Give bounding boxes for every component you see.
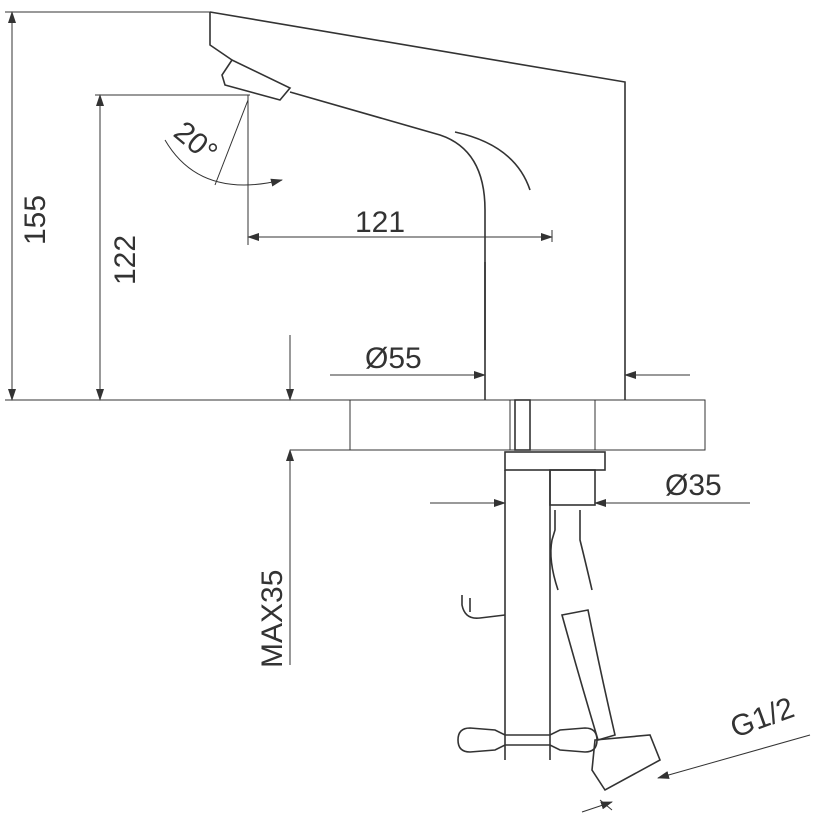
thread-size-label: G1/2: [726, 691, 798, 744]
spout-height-label: 122: [109, 235, 142, 285]
spout-reach-label: 121: [355, 206, 405, 239]
max-thickness-label: MAX35: [256, 570, 289, 668]
faucet-body: [209, 11, 626, 400]
spout-angle-label: 20°: [168, 115, 224, 169]
mounting-assembly: [457, 451, 662, 792]
dimension-lines: [5, 11, 811, 813]
base-diameter-label: Ø55: [365, 342, 422, 375]
shank-diameter-label: Ø35: [665, 469, 722, 502]
total-height-label: 155: [19, 195, 52, 245]
countertop-section: [290, 399, 706, 451]
